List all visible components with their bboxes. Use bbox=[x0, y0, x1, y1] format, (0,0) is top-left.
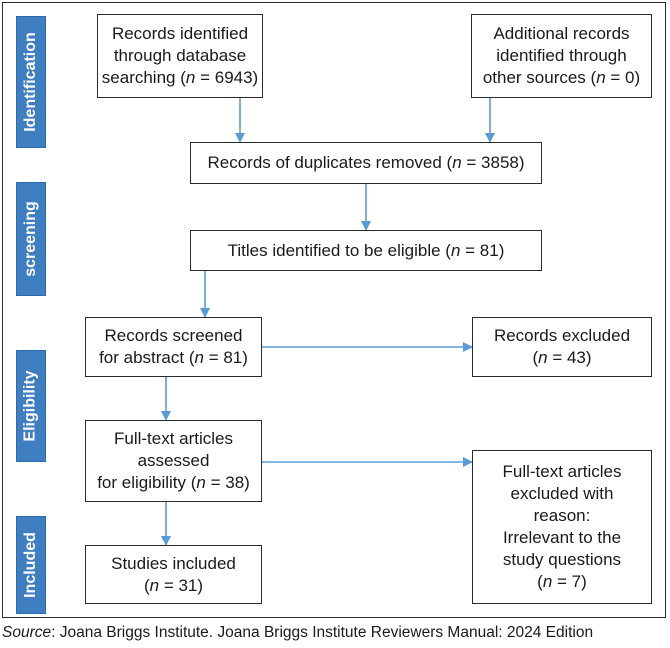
box-records-excluded: Records excluded (n = 43) bbox=[472, 317, 652, 377]
other-line-1: Additional records bbox=[493, 24, 630, 43]
box-fulltext-assessed: Full-text articles assessed for eligibil… bbox=[85, 420, 262, 502]
source-caption: Source: Joana Briggs Institute. Joana Br… bbox=[2, 624, 593, 642]
included-line-1: Studies included bbox=[111, 553, 236, 573]
box-titles-eligible: Titles identified to be eligible (n = 81… bbox=[190, 230, 542, 271]
fulltext-excluded-line-4: Irrelevant to the bbox=[502, 528, 622, 547]
fulltext-count: for eligibility (n = 38) bbox=[97, 473, 250, 492]
box-duplicates-removed: Records of duplicates removed (n = 3858) bbox=[190, 142, 542, 184]
fulltext-excluded-count: (n = 7) bbox=[537, 572, 587, 591]
excluded-count: (n = 43) bbox=[532, 348, 592, 367]
fulltext-excluded-line-2: excluded with bbox=[510, 484, 614, 503]
excluded-line-1: Records excluded bbox=[493, 326, 631, 345]
fulltext-line-1: Full-text articles bbox=[113, 429, 234, 448]
fulltext-excluded-line-1: Full-text articles bbox=[502, 462, 622, 481]
box-other-sources: Additional records identified through ot… bbox=[471, 14, 652, 98]
fulltext-excluded-line-5: study questions bbox=[502, 550, 622, 569]
other-line-2: identified through bbox=[496, 46, 627, 65]
source-label: Source bbox=[2, 624, 52, 641]
fulltext-line-2: assessed bbox=[137, 451, 210, 470]
source-text: : Joana Briggs Institute. Joana Briggs I… bbox=[51, 624, 594, 641]
box-database-records: Records identified through database sear… bbox=[97, 14, 263, 98]
abstract-count: for abstract (n = 81) bbox=[99, 348, 248, 367]
abstract-line-1: Records screened bbox=[104, 326, 243, 345]
stage-screening: screening bbox=[16, 182, 46, 296]
stage-eligibility: Eligibility bbox=[16, 350, 46, 462]
duplicates-text: Records of duplicates removed (n = 3858) bbox=[207, 153, 525, 172]
stage-included: Included bbox=[16, 516, 46, 614]
stage-identification: Identification bbox=[16, 16, 46, 148]
database-line-2: through database bbox=[113, 46, 247, 65]
other-count: other sources (n = 0) bbox=[482, 68, 641, 87]
database-count: searching (n = 6943) bbox=[101, 68, 259, 87]
box-abstract-screened: Records screened for abstract (n = 81) bbox=[85, 317, 262, 377]
diagram-frame bbox=[2, 2, 666, 618]
database-line-1: Records identified bbox=[111, 24, 249, 43]
titles-text: Titles identified to be eligible (n = 81… bbox=[227, 240, 505, 260]
box-studies-included: Studies included (n = 31) bbox=[85, 545, 262, 604]
box-fulltext-excluded: Full-text articles excluded with reason:… bbox=[472, 450, 652, 604]
included-count: (n = 31) bbox=[143, 575, 204, 595]
fulltext-excluded-line-3: reason: bbox=[533, 506, 591, 525]
